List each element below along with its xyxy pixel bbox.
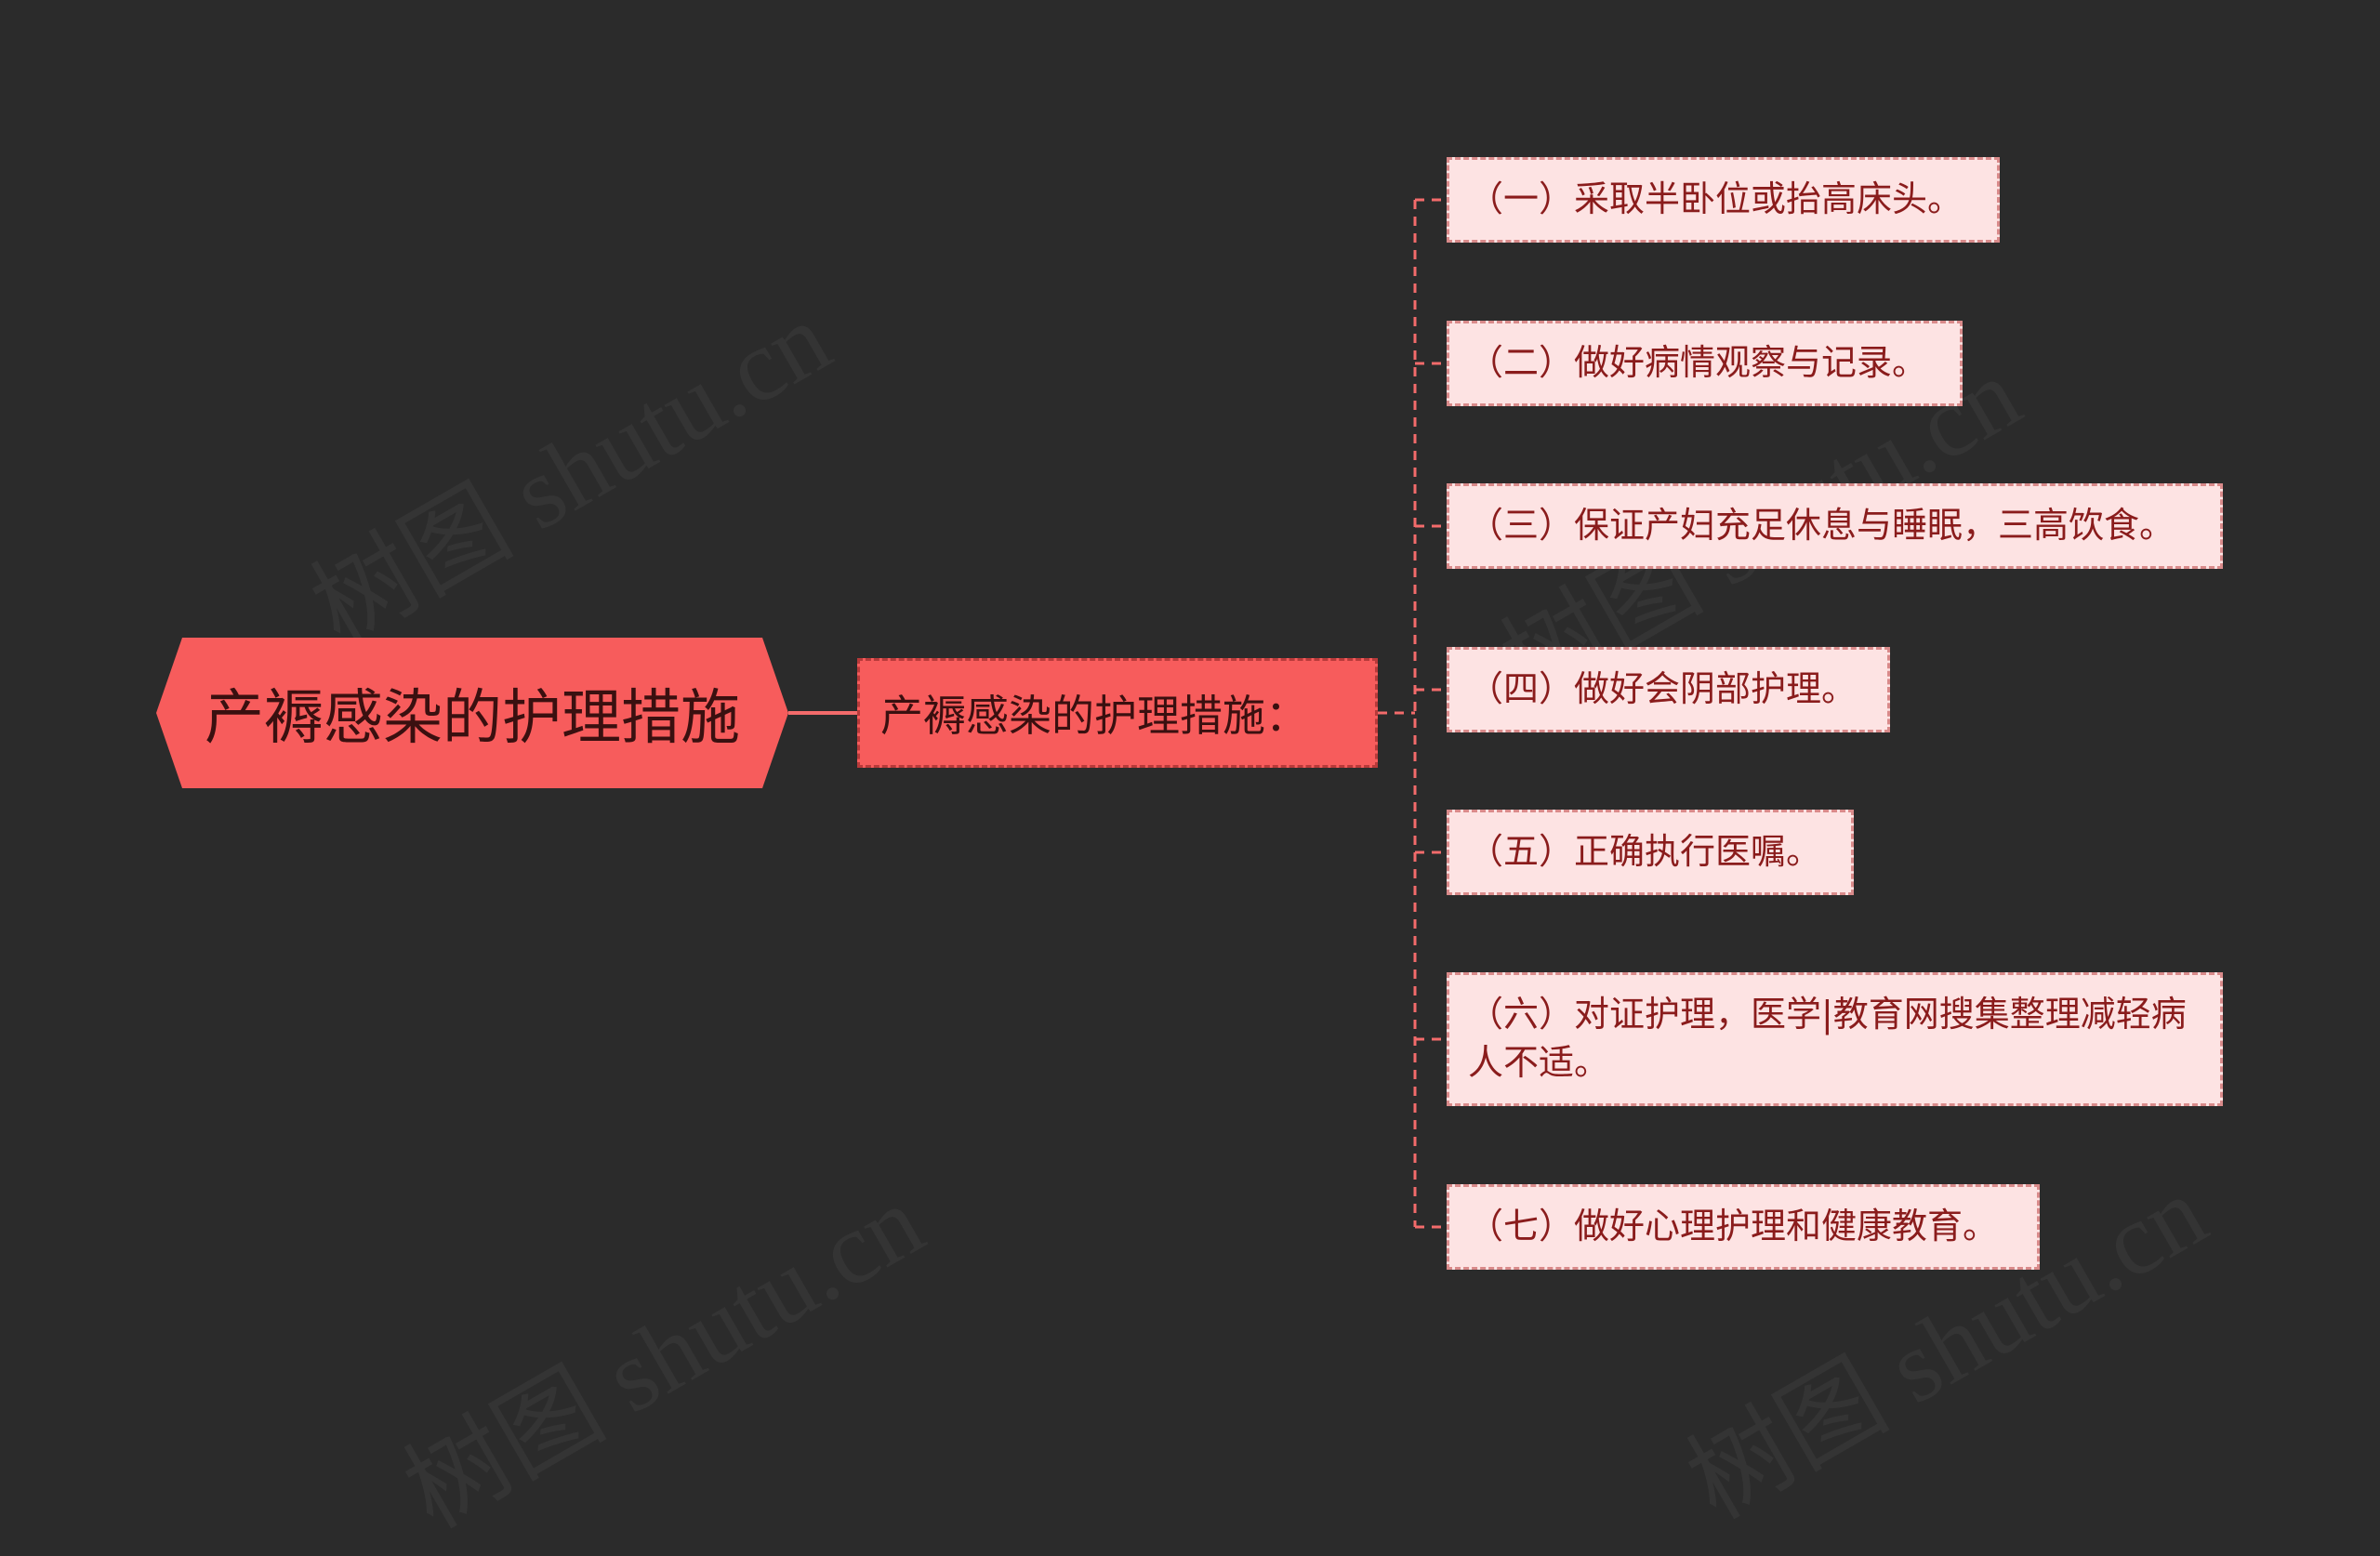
connectors xyxy=(788,198,1447,1229)
leaf-node-1[interactable]: （一）采取半卧位或抬高床头。 xyxy=(1447,157,2000,243)
root-node[interactable]: 产褥感染的护理措施 xyxy=(156,638,788,788)
mindmap-canvas: 树图 shutu.cn 树图 shutu.cn 树图 shutu.cn 树图 s… xyxy=(156,157,2223,1270)
leaf-node-7[interactable]: （七）做好心理护理和健康教育。 xyxy=(1447,1184,2040,1270)
leaf-node-4[interactable]: （四）做好会阴部护理。 xyxy=(1447,647,1890,732)
leaf-node-5[interactable]: （五）正确执行医嘱。 xyxy=(1447,810,1854,895)
branch-node[interactable]: 产褥感染的护理措施： xyxy=(857,658,1378,768)
leaf-node-3[interactable]: （三）保证产妇充足休息与睡眠，三高饮食。 xyxy=(1447,483,2223,569)
leaf-node-2[interactable]: （二）做好病情观察与记录。 xyxy=(1447,321,1963,406)
leaf-node-6[interactable]: （六）对证护理，医学|教育网搜集整理减轻病人不适。 xyxy=(1447,972,2223,1106)
